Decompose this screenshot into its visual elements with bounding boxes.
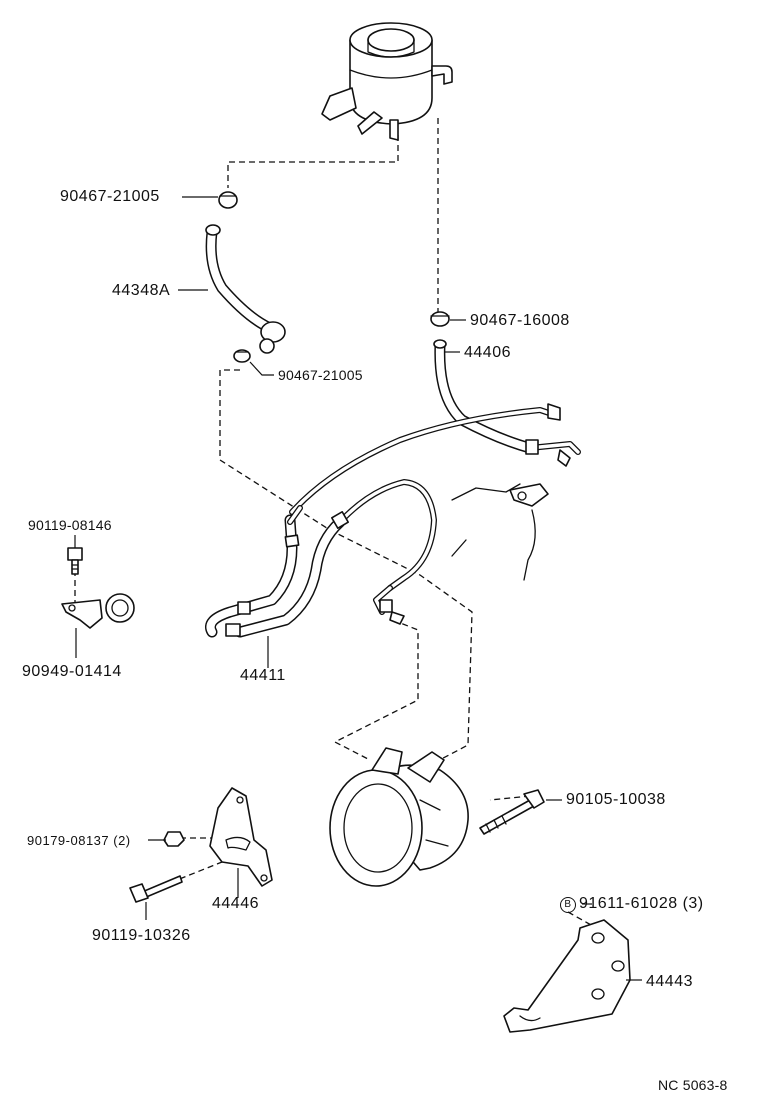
label-bolt-91611-text: 91611-61028 (3) <box>579 895 704 912</box>
label-hose-44406: 44406 <box>464 344 511 361</box>
label-clamp-return: 90467-16008 <box>470 312 570 329</box>
hose-44348a <box>205 224 286 354</box>
leader-lines <box>74 196 642 981</box>
label-bracket-44443: 44443 <box>646 973 693 990</box>
bolt-90105 <box>479 789 545 835</box>
clamp-lower <box>233 349 251 363</box>
clamp-upper <box>218 191 238 209</box>
bracket-90949 <box>61 547 135 629</box>
footer-code: NC 5063-8 <box>658 1077 728 1093</box>
label-bolt-90105: 90105-10038 <box>566 791 666 808</box>
label-nut-90179: 90179-08137 (2) <box>27 833 131 848</box>
label-clamp-lower: 90467-21005 <box>278 367 363 383</box>
pressure-tube-44411 <box>205 403 561 638</box>
label-bolt-90119-10326: 90119-10326 <box>92 927 191 944</box>
label-tube-44411: 44411 <box>240 667 286 684</box>
label-hose-44348a: 44348A <box>112 282 171 299</box>
label-bolt-90119-08146: 90119-08146 <box>28 517 112 533</box>
bracket-44446 <box>129 787 273 903</box>
clamp-return <box>430 311 450 327</box>
label-clamp-upper: 90467-21005 <box>60 188 160 205</box>
circled-b-badge: B <box>560 897 576 913</box>
bracket-44443 <box>503 919 631 1033</box>
reservoir-tank <box>321 22 453 141</box>
label-bracket-90949: 90949-01414 <box>22 663 122 680</box>
power-steering-pump <box>329 747 469 887</box>
label-bracket-44446: 44446 <box>212 895 259 912</box>
engine-outline <box>451 483 549 581</box>
